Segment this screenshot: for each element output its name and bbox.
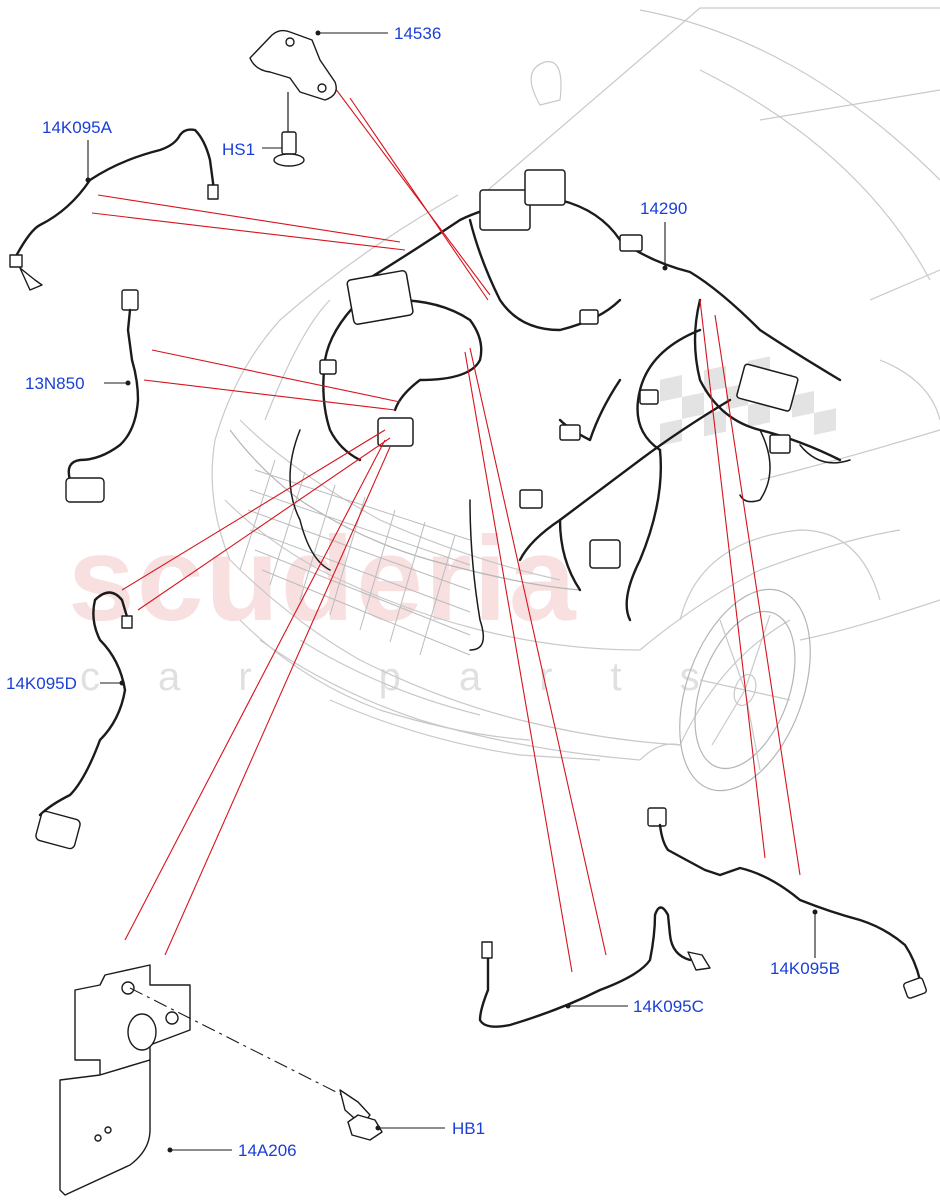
callout-lines [91, 87, 801, 973]
harness-14k095c[interactable] [478, 906, 711, 1028]
leader-dot-13n850 [125, 380, 131, 386]
label-14k095b[interactable]: 14K095B [770, 959, 840, 978]
leader-dot-14536 [315, 30, 321, 36]
label-14536[interactable]: 14536 [394, 24, 441, 43]
leader-dot-14290 [662, 265, 668, 271]
label-hb1[interactable]: HB1 [452, 1119, 485, 1138]
label-14k095d[interactable]: 14K095D [6, 674, 77, 693]
watermark-sub: car parts [80, 655, 758, 699]
harness-13n850[interactable] [65, 289, 140, 503]
label-14k095c[interactable]: 14K095C [633, 997, 704, 1016]
leader-dot-hb1 [375, 1125, 381, 1131]
bracket-14536[interactable] [249, 29, 337, 101]
leader-dot-14k095d [119, 680, 125, 686]
front-wheel [679, 588, 811, 792]
leader-dot-14a206 [167, 1147, 173, 1153]
leader-dot-14k095c [565, 1003, 571, 1009]
label-13n850[interactable]: 13N850 [25, 374, 85, 393]
vehicle-outline [211, 7, 940, 792]
watermark-main: scuderia [68, 512, 578, 646]
harness-14k095d[interactable] [35, 591, 133, 850]
bracket-14a206[interactable] [59, 964, 191, 1196]
bolt-hb1[interactable] [339, 1089, 383, 1141]
assembly-axis-line [129, 987, 349, 1099]
harness-14k095b[interactable] [647, 807, 927, 999]
harness-14290[interactable] [289, 169, 851, 651]
watermark: scuderia car parts [68, 356, 836, 699]
label-14290[interactable]: 14290 [640, 199, 687, 218]
label-14a206[interactable]: 14A206 [238, 1141, 297, 1160]
stud-hs1[interactable] [273, 92, 305, 167]
grille [239, 459, 471, 656]
label-hs1[interactable]: HS1 [222, 140, 255, 159]
leader-dot-14k095a [85, 177, 91, 183]
leader-dot-14k095b [812, 909, 818, 915]
label-14k095a[interactable]: 14K095A [42, 118, 113, 137]
harness-14k095a[interactable] [9, 128, 219, 291]
